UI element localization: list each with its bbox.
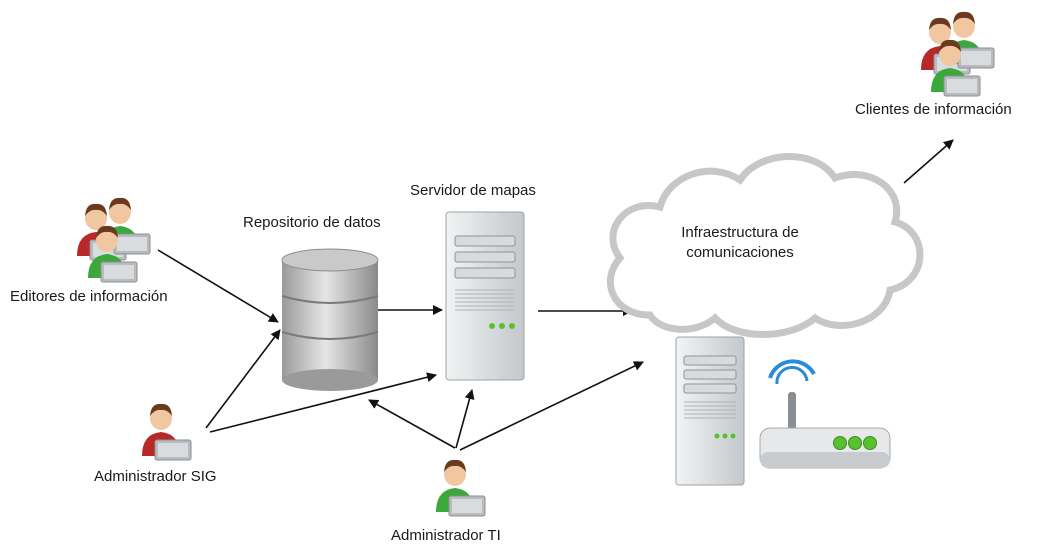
editors-label: Editores de información [10,288,168,305]
wifi-router-icon [759,359,891,469]
map-server-label: Servidor de mapas [410,182,536,199]
connections [157,139,954,451]
admin-sig-user-icon [141,403,192,461]
arrow-cloud-to-clients [903,139,954,184]
arrow-editors-to-repository [157,249,279,323]
cloud-icon [607,153,924,338]
arrow-adminti-to-server [455,389,475,449]
map-server-tower-icon [445,211,525,381]
admin-sig-label: Administrador SIG [94,468,217,485]
editors-user-group-icon [76,197,151,283]
infra-server-tower-icon [675,336,745,486]
arrow-adminsig-to-server [209,372,437,433]
arrow-adminti-to-repository [368,399,456,449]
admin-ti-label: Administrador TI [391,527,501,544]
admin-ti-user-icon [435,459,486,517]
clients-label: Clientes de información [855,101,1012,118]
clients-user-group-icon [920,11,995,97]
repository-label: Repositorio de datos [243,214,381,231]
arrow-adminti-to-infra-server [459,361,644,451]
database-icon [281,248,379,391]
infra-label-line2: comunicaciones [686,244,794,261]
arrow-adminsig-to-repository [205,329,281,429]
infra-label-line1: Infraestructura de [681,224,799,241]
